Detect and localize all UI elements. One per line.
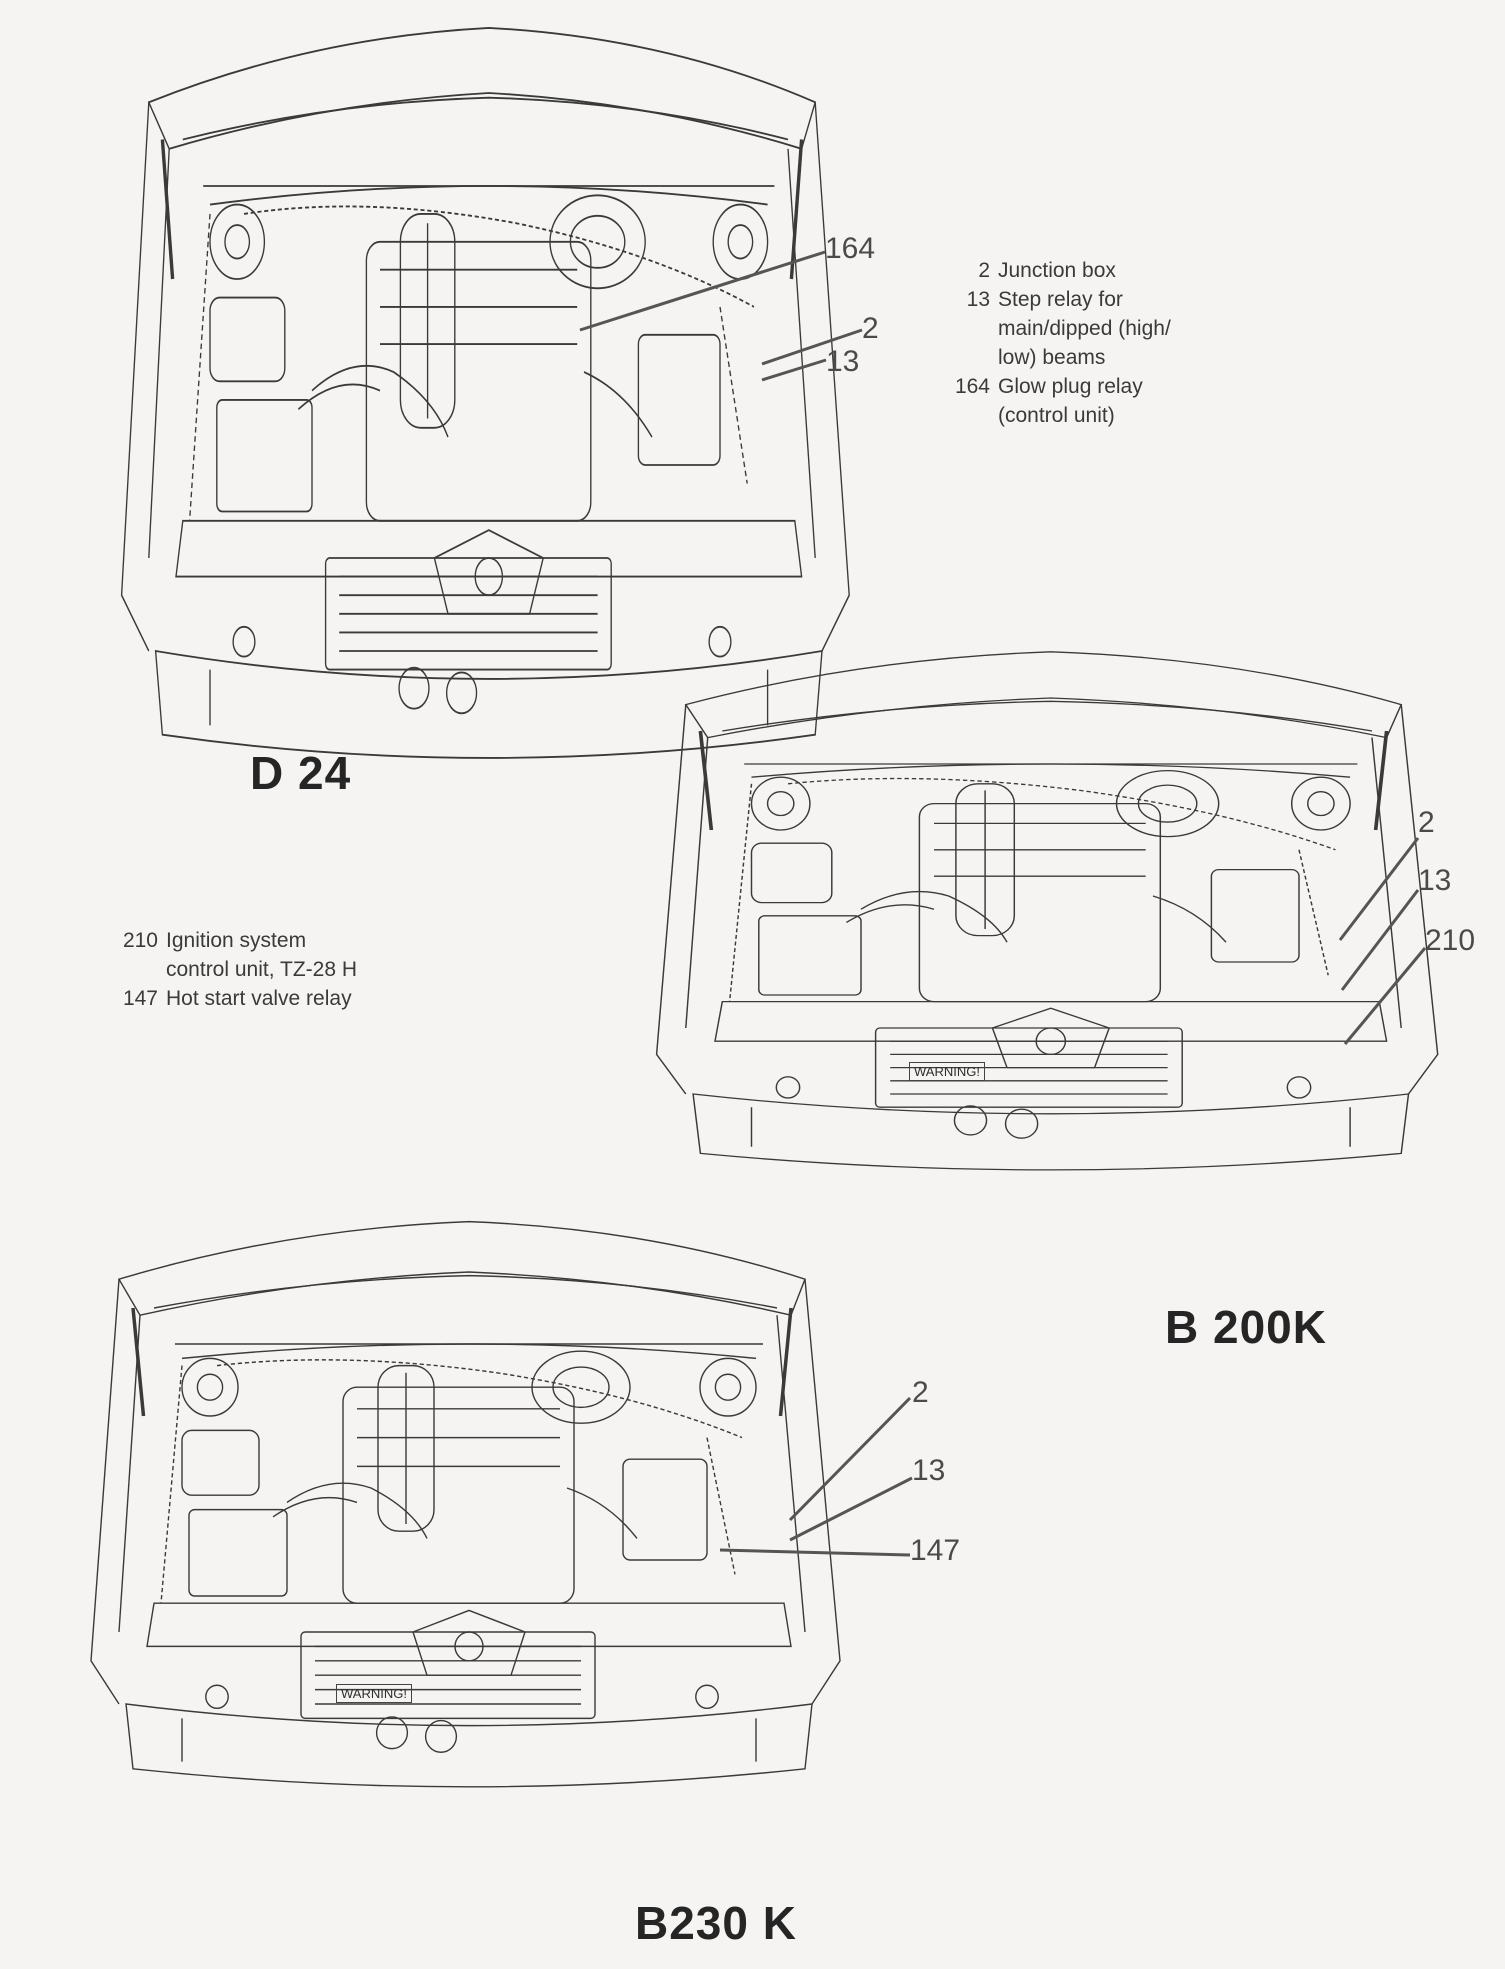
legend-num: 2 — [978, 259, 990, 282]
leader-line-2-b230k — [788, 1396, 912, 1522]
warning-placard-b200k: WARNING! — [909, 1062, 985, 1081]
legend-line: low) beams — [998, 346, 1106, 369]
callout-2-b230k: 2 — [912, 1376, 929, 1409]
b200k-engine-bay — [654, 649, 1440, 1172]
leader-line-2-d24 — [761, 328, 863, 366]
callout-2-d24: 2 — [862, 312, 879, 345]
legend-line: main/dipped (high/ — [998, 317, 1171, 340]
callout-210: 210 — [1425, 924, 1476, 957]
legend-text: Ignition system control unit, TZ-28 H — [166, 926, 357, 984]
legend-num: 164 — [954, 375, 990, 398]
legend-num: 13 — [966, 288, 990, 311]
legend-line: control unit, TZ-28 H — [166, 958, 358, 981]
leader-line-13-d24 — [761, 358, 827, 382]
callout-13-b200k: 13 — [1418, 864, 1452, 897]
legend-line: Ignition system — [166, 929, 307, 952]
b230k-engine-bay — [89, 1219, 842, 1789]
d24-engine-bay — [122, 28, 850, 758]
legend-line: Hot start valve relay — [166, 987, 352, 1010]
legend-text: Glow plug relay (control unit) — [998, 372, 1143, 430]
legend-item-147: 147 Hot start valve relay — [116, 984, 357, 1013]
legend-item-210: 210 Ignition system control unit, TZ-28 … — [116, 926, 357, 984]
legend-num: 147 — [122, 987, 158, 1010]
leader-line-13-b200k — [1340, 889, 1420, 991]
leader-line-13-b230k — [789, 1476, 913, 1542]
callout-13-b230k: 13 — [912, 1454, 946, 1487]
leader-line-2-b200k — [1338, 837, 1420, 941]
diagram-title-b200k: B 200K — [1165, 1301, 1327, 1353]
legend-text: Hot start valve relay — [166, 984, 352, 1013]
legend-item-164: 164 Glow plug relay (control unit) — [940, 372, 1171, 430]
leader-line-147 — [719, 1548, 911, 1557]
legend-item-13: 13 Step relay for main/dipped (high/ low… — [940, 285, 1171, 372]
legend-item-2: 2 Junction box — [940, 256, 1171, 285]
diagram-title-b230k: B230 K — [635, 1897, 797, 1949]
warning-placard-b230k: WARNING! — [336, 1684, 412, 1703]
legend-text: Step relay for main/dipped (high/ low) b… — [998, 285, 1171, 372]
callout-147: 147 — [910, 1534, 961, 1567]
legend-num: 210 — [122, 929, 158, 952]
leader-line-210 — [1343, 947, 1427, 1045]
legend-d24: 2 Junction box 13 Step relay for main/di… — [940, 256, 1171, 430]
diagram-title-d24: D 24 — [250, 747, 352, 799]
leader-line-164 — [579, 250, 826, 332]
callout-13-d24: 13 — [826, 345, 860, 378]
legend-line: Glow plug relay — [998, 375, 1143, 398]
legend-b-engines: 210 Ignition system control unit, TZ-28 … — [116, 926, 357, 1013]
legend-text: Junction box — [998, 256, 1116, 285]
legend-line: Step relay for — [998, 288, 1123, 311]
legend-line: (control unit) — [998, 404, 1115, 427]
callout-164: 164 — [825, 232, 876, 265]
legend-line: Junction box — [998, 259, 1116, 282]
callout-2-b200k: 2 — [1418, 806, 1435, 839]
